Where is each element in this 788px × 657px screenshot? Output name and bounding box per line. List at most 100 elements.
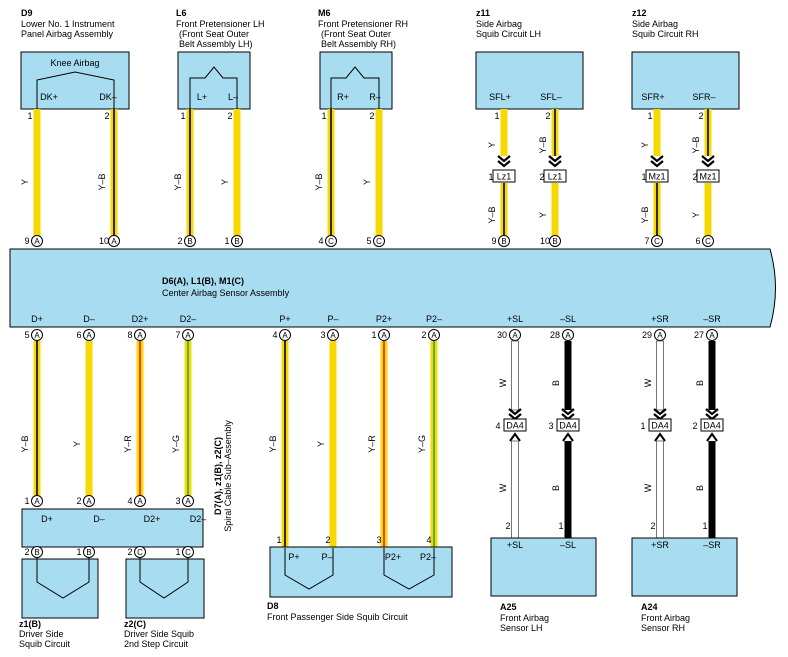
component-code-D8: D8: [267, 601, 279, 611]
passenger-terminal-label: P–: [321, 552, 332, 562]
component-desc-line: Front Pretensioner LH: [176, 19, 265, 29]
component-desc-line: 2nd Step Circuit: [124, 639, 189, 649]
sensor-wire-upper-0: [511, 340, 519, 411]
wire-color-label: B: [551, 380, 561, 386]
wire-color-label: Y: [20, 179, 30, 185]
component-box-z12: [631, 51, 740, 110]
ecu-bottom-pin-number: 5: [24, 330, 29, 340]
sensor-wire-lower-0: [511, 440, 519, 539]
passenger-terminal-label: P+: [288, 552, 299, 562]
ecu-bottom-pin-0-letter: A: [34, 331, 40, 340]
ecu-bottom-pin-number: 27: [694, 330, 704, 340]
sensor-terminal-label: +SL: [507, 540, 523, 550]
ecu-bottom-pin-9-letter: A: [565, 331, 571, 340]
ecu-bottom-pin-number: 3: [320, 330, 325, 340]
inline-connector-1: [543, 169, 567, 183]
ecu-top-pin-7: [549, 235, 561, 247]
side-wire-upper-2: [653, 109, 661, 156]
ecu-bottom-pin-2-letter: A: [137, 331, 143, 340]
passenger-squib-symbol-1: [284, 548, 334, 590]
wire-color-label: Y–B: [268, 435, 278, 452]
side-wire-upper-2-body: [653, 109, 661, 156]
ecu-bottom-pin-4: [279, 329, 291, 341]
top-wire-3-body: [233, 109, 241, 236]
top-wire-4-stripe: [330, 109, 332, 236]
sensor-wire-chevron-2-2: [653, 408, 667, 416]
ecu-top-pin-6: [498, 235, 510, 247]
wire-color-label: B: [551, 485, 561, 491]
side-wire-chevron-1-2: [548, 155, 562, 163]
wire-color-label: Y–B: [640, 206, 650, 223]
spiral-bottom-pin-number: 2: [127, 547, 132, 557]
sensor-wire-lower-0-body: [511, 440, 519, 539]
sensor-wire-upper-2: [656, 340, 664, 411]
ecu-top-pin-6-letter: B: [501, 237, 506, 246]
da4-connector-2-label: DA4: [651, 421, 669, 431]
ecu-top-pin-number: 1: [224, 236, 229, 246]
component-code-z1: z1(B): [19, 619, 41, 629]
ecu-name-label: Center Airbag Sensor Assembly: [162, 288, 290, 298]
sensor-wire-lower-1: [564, 441, 572, 538]
component-desc-line: (Front Seat Outer: [179, 29, 249, 39]
top-pin-number: 2: [227, 111, 232, 121]
front-airbag-sensor-box-3: [490, 537, 597, 597]
spiral-bottom-pin-3-letter: C: [185, 548, 191, 557]
ecu-bottom-pin-10: [654, 329, 666, 341]
ecu-top-pin-9: [702, 235, 714, 247]
da4-return-chevron: [562, 432, 574, 442]
top-terminal-label: L+: [197, 92, 207, 102]
component-box-L6: [177, 51, 251, 110]
ecu-top-pin-5-letter: C: [376, 237, 382, 246]
top-pin-number: 1: [180, 111, 185, 121]
wire-color-label: W: [643, 378, 653, 387]
sensor-wire-lower-1-body: [564, 441, 572, 538]
side-wire-chevron-0: [497, 160, 511, 168]
spiral-top-pin-0-letter: A: [34, 497, 40, 506]
sensor-terminal-label: –SL: [560, 540, 576, 550]
ecu-bottom-terminal-label: P–: [327, 314, 338, 324]
ecu-top-pin-number: 9: [491, 236, 496, 246]
ecu-bottom-pin-number: 4: [272, 330, 277, 340]
ecu-bottom-terminal-label: +SR: [651, 314, 669, 324]
bottom-wire-6: [380, 341, 388, 548]
ecu-top-pin-number: 9: [24, 236, 29, 246]
side-wire-upper-0: [500, 109, 508, 156]
component-code-z12: z12: [632, 8, 647, 18]
top-wire-3: [233, 109, 241, 236]
side-wire-upper-1: [551, 109, 559, 156]
wire-color-label: Y: [640, 142, 650, 148]
spiral-terminal-label: D2–: [190, 514, 207, 524]
component-desc-line: Sensor RH: [641, 623, 685, 633]
ecu-top-pin-1: [108, 235, 120, 247]
side-wire-upper-3-stripe: [707, 109, 709, 156]
ecu-bottom-terminal-label: P+: [279, 314, 290, 324]
ecu-top-pin-7-letter: B: [552, 237, 557, 246]
top-pin-number: 2: [104, 111, 109, 121]
wire-color-label: B: [695, 485, 705, 491]
top-wire-5-body: [375, 109, 383, 236]
side-wire-lower-2-stripe: [656, 183, 658, 236]
ecu-bottom-pin-1-letter: A: [86, 331, 92, 340]
bottom-wire-1-body: [85, 341, 93, 496]
ecu-bottom-pin-number: 6: [76, 330, 81, 340]
ecu-bottom-pin-6-letter: A: [381, 331, 387, 340]
driver-side-squib-box: [21, 558, 99, 619]
wire-color-label: Y–B: [487, 206, 497, 223]
wire-color-label: Y: [362, 179, 372, 185]
sensor-wire-upper-1: [564, 341, 572, 410]
component-desc-line: Front Airbag: [641, 613, 690, 623]
bottom-wire-1: [85, 341, 93, 496]
side-wire-chevron-1: [548, 160, 562, 168]
ecu-bottom-terminal-label: D+: [31, 314, 43, 324]
ecu-top-pin-9-letter: C: [705, 237, 711, 246]
inline-pin-number: 2: [692, 172, 697, 182]
component-desc-line: Squib Circuit LH: [476, 29, 541, 39]
ecu-bottom-terminal-label: P2–: [426, 314, 442, 324]
wire-color-label: Y–G: [417, 435, 427, 453]
spiral-top-pin-1-letter: A: [86, 497, 92, 506]
ecu-top-pin-0: [31, 235, 43, 247]
ecu-top-pin-number: 7: [644, 236, 649, 246]
top-wire-4: [327, 109, 335, 236]
